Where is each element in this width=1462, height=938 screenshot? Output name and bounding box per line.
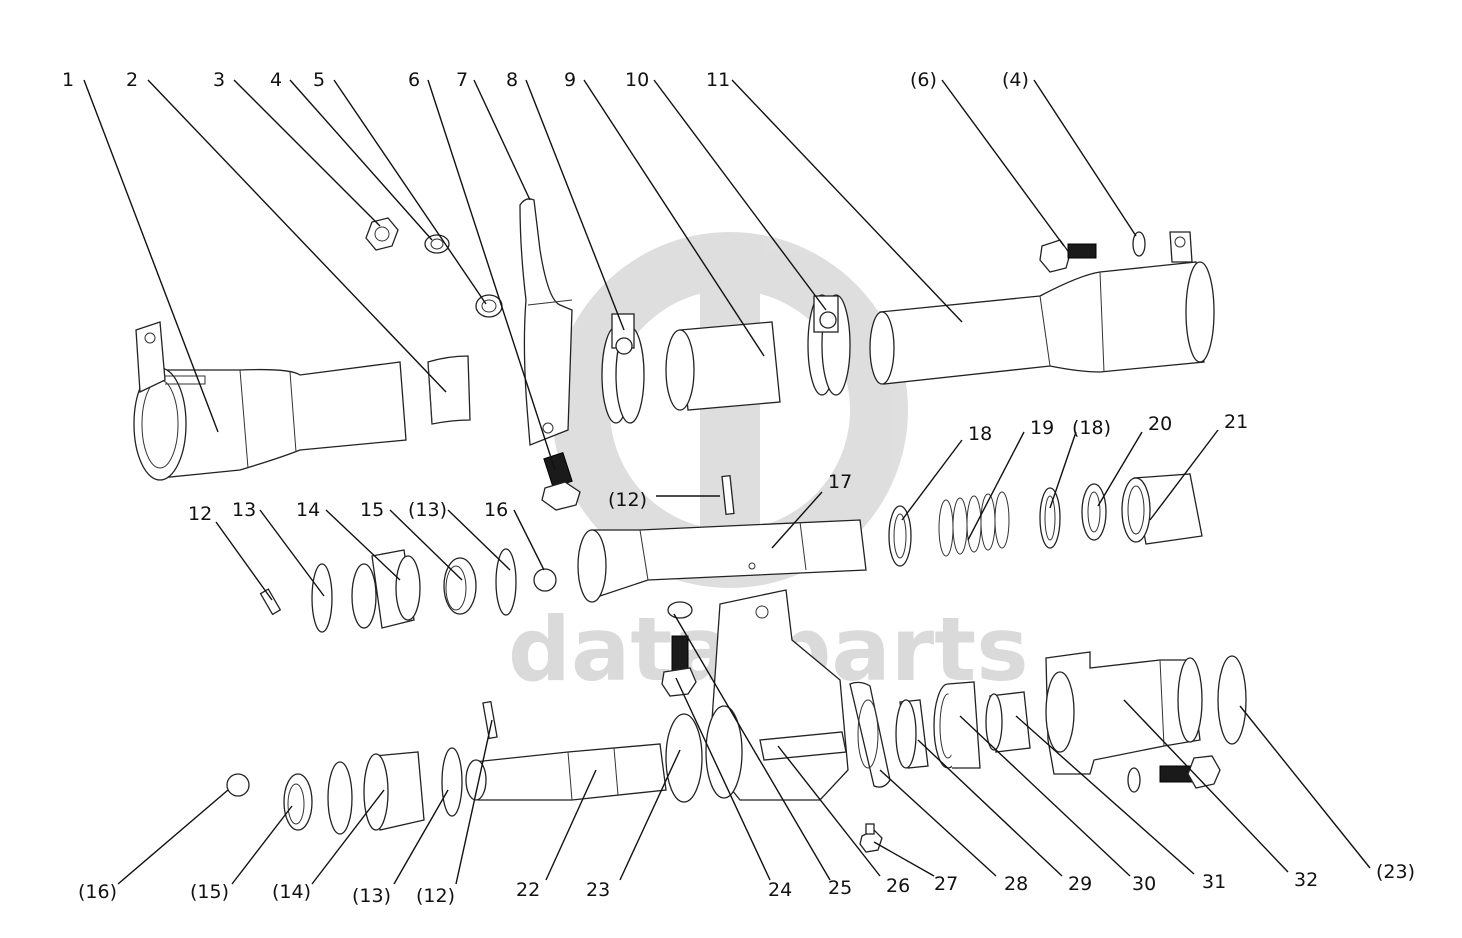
label-11: 11 xyxy=(706,69,730,91)
label-12: 12 xyxy=(188,503,212,525)
label-3: 3 xyxy=(213,69,225,91)
part-labels-bottom: (16) (15) (14) (13) (12) 22 23 24 25 26 … xyxy=(78,861,1415,907)
part-2-half-shell xyxy=(427,355,471,425)
part-10-hose-clamp xyxy=(807,294,851,396)
part-14-bushing-lower xyxy=(363,751,425,831)
label-18: 18 xyxy=(968,423,992,445)
part-29-bearing xyxy=(933,681,981,769)
part-19-spring xyxy=(938,491,1010,557)
label-5: 5 xyxy=(313,69,325,91)
label-17: 17 xyxy=(828,471,852,493)
label-12-ref: (12) xyxy=(608,489,647,511)
part-16-ball xyxy=(533,568,557,592)
part-labels-mid: 12 13 14 15 (13) 16 (12) 17 18 19 (18) 2… xyxy=(188,411,1248,525)
label-28: 28 xyxy=(1004,873,1028,895)
label-4: 4 xyxy=(270,69,282,91)
part-25-housing xyxy=(705,589,849,801)
part-18-washer xyxy=(888,505,912,567)
part-3-nut xyxy=(365,217,399,251)
part-23-oring-right xyxy=(1217,655,1247,745)
part-1-tube xyxy=(133,321,407,481)
part-27-grease-fitting xyxy=(859,823,883,853)
part-24-washer xyxy=(667,601,693,619)
label-25: 25 xyxy=(828,877,852,899)
part-labels-top: 1 2 3 4 5 6 7 8 9 10 11 (6) (4) xyxy=(62,69,1029,91)
label-10: 10 xyxy=(625,69,649,91)
part-28-ring xyxy=(895,699,929,769)
part-22-shaft xyxy=(465,743,667,801)
label-14-ref: (14) xyxy=(272,881,311,903)
part-12-pin xyxy=(259,588,282,616)
part-11-tube xyxy=(869,231,1215,385)
label-18-ref: (18) xyxy=(1072,417,1111,439)
part-15-flange-lower xyxy=(283,773,313,831)
label-30: 30 xyxy=(1132,873,1156,895)
label-31: 31 xyxy=(1202,871,1226,893)
part-20-bearing xyxy=(1081,483,1107,541)
label-15: 15 xyxy=(360,499,384,521)
part-18-washer-b xyxy=(1039,487,1061,549)
label-19: 19 xyxy=(1030,417,1054,439)
part-12-pin-mid xyxy=(721,474,735,516)
part-15-flange xyxy=(443,557,477,615)
label-24: 24 xyxy=(768,879,792,901)
part-13-ring xyxy=(311,563,333,633)
label-2: 2 xyxy=(126,69,138,91)
part-16-ball-lower xyxy=(226,773,250,797)
label-20: 20 xyxy=(1148,413,1172,435)
label-7: 7 xyxy=(456,69,468,91)
label-21: 21 xyxy=(1224,411,1248,433)
label-9: 9 xyxy=(564,69,576,91)
watermark-logo-bar xyxy=(700,240,760,580)
label-15-ref: (15) xyxy=(190,881,229,903)
label-29: 29 xyxy=(1068,873,1092,895)
part-12-pin-lower xyxy=(482,700,498,740)
part-13-ring-d xyxy=(441,747,463,817)
part-24-bolt xyxy=(661,635,697,697)
part-21-bushing xyxy=(1121,473,1203,545)
part-32-washer xyxy=(1127,767,1141,793)
label-27: 27 xyxy=(934,873,958,895)
label-8: 8 xyxy=(506,69,518,91)
label-22: 22 xyxy=(516,879,540,901)
label-14: 14 xyxy=(296,499,320,521)
label-13: 13 xyxy=(232,499,256,521)
part-7-bracket xyxy=(519,198,573,446)
part-9-sleeve xyxy=(665,321,781,411)
part-13-ring-c xyxy=(327,761,353,835)
label-6: 6 xyxy=(408,69,420,91)
part-32-bolt xyxy=(1159,755,1221,789)
part-6-bolt xyxy=(541,452,581,511)
part-5-washer xyxy=(475,294,503,318)
leader-lines xyxy=(83,79,1371,885)
label-23-ref: (23) xyxy=(1376,861,1415,883)
label-16: 16 xyxy=(484,499,508,521)
label-6-ref: (6) xyxy=(910,69,937,91)
label-4-ref: (4) xyxy=(1002,69,1029,91)
part-6-bolt-right xyxy=(1039,239,1097,273)
part-31-flange-housing xyxy=(1045,651,1203,775)
part-30-bearing xyxy=(985,691,1031,753)
label-23: 23 xyxy=(586,879,610,901)
label-32: 32 xyxy=(1294,869,1318,891)
part-14-bushing xyxy=(351,549,421,629)
label-13-ref: (13) xyxy=(408,499,447,521)
label-12-ref-b: (12) xyxy=(416,885,455,907)
part-13-ring-b xyxy=(495,548,517,616)
label-16-ref: (16) xyxy=(78,881,117,903)
part-4-washer-right xyxy=(1132,231,1146,257)
part-8-hose-clamp xyxy=(601,313,645,424)
label-1: 1 xyxy=(62,69,74,91)
label-13-ref-b: (13) xyxy=(352,885,391,907)
part-23-oring xyxy=(665,713,703,803)
label-26: 26 xyxy=(886,875,910,897)
part-17-shaft xyxy=(577,519,867,603)
